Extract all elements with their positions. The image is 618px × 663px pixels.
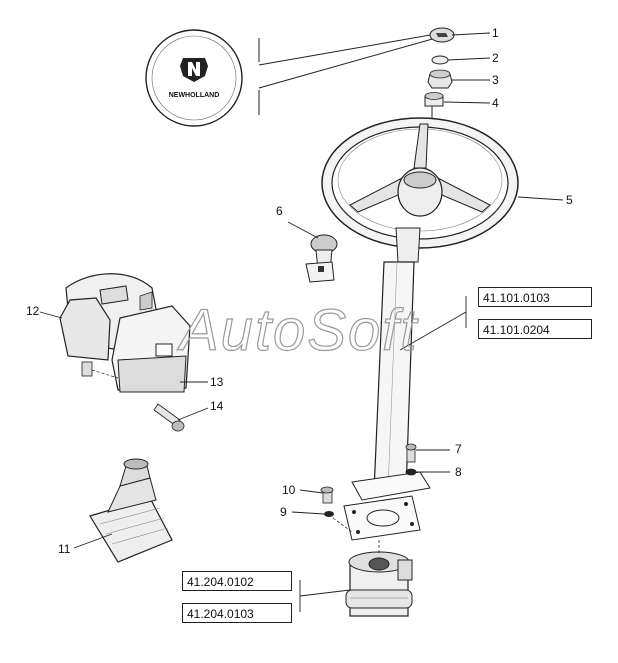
nut-part (427, 69, 453, 89)
reference-box-4[interactable]: 41.204.0103 (182, 603, 292, 623)
bolt-part-10 (320, 486, 334, 504)
rubber-boot-icon (89, 458, 173, 563)
steering-unit-icon (345, 540, 413, 617)
callout-9: 9 (280, 505, 287, 519)
leader-lines (39, 32, 564, 612)
ring-part (431, 55, 449, 65)
callout-11: 11 (58, 542, 71, 556)
callout-5: 5 (566, 193, 573, 207)
steering-column-icon (343, 227, 431, 541)
washer-part-8 (405, 468, 417, 476)
callout-13: 13 (210, 375, 224, 389)
callout-numbers: 1 2 3 4 5 6 7 8 9 10 11 12 13 14 (26, 26, 573, 556)
callout-8: 8 (455, 465, 462, 479)
callout-1: 1 (492, 26, 499, 40)
detail-bracket (258, 33, 437, 115)
knob-icon (305, 234, 338, 283)
reference-box-2[interactable]: 41.101.0204 (478, 319, 592, 339)
watermark: AutoSoft (177, 298, 419, 363)
callout-6: 6 (276, 204, 283, 218)
reference-box-3[interactable]: 41.204.0102 (182, 571, 292, 591)
new-holland-logo-icon: NEWHOLLAND (145, 29, 243, 127)
reference-box-1[interactable]: 41.101.0103 (478, 287, 592, 307)
callout-10: 10 (282, 483, 296, 497)
callout-3: 3 (492, 73, 499, 87)
callout-7: 7 (455, 442, 462, 456)
console-cover-icon (59, 273, 191, 393)
washer-part-9 (324, 511, 353, 533)
callout-2: 2 (492, 51, 499, 65)
bolt-part-7 (405, 443, 417, 463)
callout-12: 12 (26, 304, 40, 318)
logo-text: NEWHOLLAND (169, 92, 220, 99)
callout-14: 14 (210, 399, 224, 413)
washer-part (424, 92, 444, 107)
bolt-part-14 (153, 403, 185, 432)
steering-wheel-icon (321, 117, 519, 249)
horn-cap-part (429, 27, 455, 43)
callout-4: 4 (492, 96, 499, 110)
